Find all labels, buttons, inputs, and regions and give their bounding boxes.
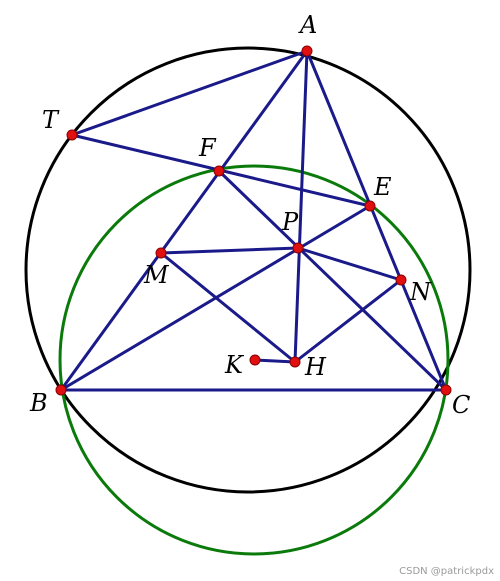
point-T	[66, 129, 78, 141]
point-E	[364, 200, 376, 212]
points	[55, 45, 452, 396]
segment-AB	[59, 49, 309, 392]
label-F: F	[198, 134, 217, 162]
segment-AH	[293, 49, 309, 364]
point-labels: A T F E P M N K H B C	[29, 11, 470, 419]
point-H	[289, 356, 301, 368]
point-A	[301, 45, 313, 57]
segment-MP	[159, 246, 300, 255]
label-K: K	[224, 351, 245, 379]
segment-PN	[296, 246, 403, 282]
segment-TA	[70, 49, 309, 137]
label-N: N	[409, 278, 432, 306]
point-F	[213, 165, 225, 177]
label-E: E	[373, 173, 392, 201]
label-M: M	[143, 261, 170, 289]
label-A: A	[298, 11, 317, 39]
label-B: B	[29, 389, 48, 417]
label-T: T	[42, 106, 60, 134]
green-circle	[58, 164, 450, 556]
label-P: P	[281, 208, 299, 236]
segments	[59, 49, 448, 392]
label-H: H	[304, 353, 327, 381]
segment-MH	[159, 251, 297, 364]
segment-FC	[217, 169, 448, 392]
point-P	[292, 242, 304, 254]
circumcircle	[24, 46, 472, 494]
segment-NH	[293, 278, 403, 364]
point-C	[440, 384, 452, 396]
point-N	[395, 274, 407, 286]
point-M	[155, 247, 167, 259]
segment-AC	[305, 49, 448, 392]
point-B	[55, 384, 67, 396]
segment-KH	[253, 358, 297, 364]
label-C: C	[452, 391, 470, 419]
watermark-text: CSDN @patrickpdx	[399, 566, 494, 577]
point-K	[249, 354, 261, 366]
